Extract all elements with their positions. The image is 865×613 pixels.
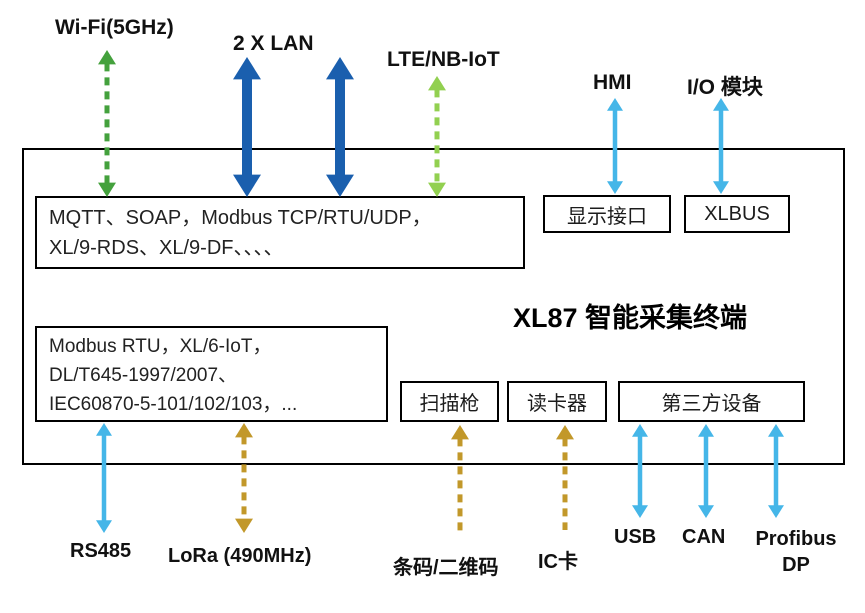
lan-label: 2 X LAN [233,32,314,55]
profibus-label-line2: DP [782,554,810,576]
lte-arrow [428,76,446,197]
can-arrow [698,424,714,518]
usb-arrow [632,424,648,518]
card-reader-label: 读卡器 [527,393,587,415]
protocol-box-north: MQTT、SOAP，Modbus TCP/RTU/UDP， XL/9-RDS、X… [35,196,525,269]
barcode-arrow [451,425,469,533]
display-port-label: 显示接口 [567,205,647,228]
profibus-label-line1: Profibus [755,528,837,550]
rs485-arrow [96,423,112,533]
barcode-label: 条码/二维码 [393,557,499,579]
profibus-arrow [768,424,784,518]
xlbus-box: XLBUS [684,195,790,233]
device-title: XL87 智能采集终端 [512,303,748,333]
card-reader-box: 读卡器 [507,381,607,422]
scanner-box: 扫描枪 [400,381,499,422]
rs485-label: RS485 [70,540,132,562]
io-arrow [713,98,729,194]
can-label: CAN [682,526,726,548]
lora-arrow [235,423,253,533]
lan-arrow-2 [326,57,354,197]
usb-label: USB [614,526,657,548]
wifi-label: Wi-Fi(5GHz) [55,16,174,39]
protocol-box-south: Modbus RTU，XL/6-IoT， DL/T645-1997/2007、 … [35,326,388,422]
ic-card-arrow [556,425,574,530]
lora-label: LoRa (490MHz) [168,545,312,567]
profibus-label: Profibus DP [742,526,850,578]
lte-label: LTE/NB-IoT [387,48,500,71]
hmi-arrow [607,98,623,194]
display-port-box: 显示接口 [543,195,671,233]
lan-arrow-1 [233,57,261,197]
protocol-north-line1: MQTT、SOAP，Modbus TCP/RTU/UDP， [49,207,432,229]
wifi-arrow [98,50,116,197]
xlbus-label: XLBUS [704,202,770,225]
ic-card-label: IC卡 [538,551,578,573]
hmi-label: HMI [593,71,632,94]
third-party-label: 第三方设备 [661,393,762,415]
protocol-south-line3: IEC60870-5-101/102/103，... [49,394,298,415]
scanner-label: 扫描枪 [419,393,480,415]
protocol-north-line2: XL/9-RDS、XL/9-DF、、、、 [49,237,284,259]
protocol-south-line2: DL/T645-1997/2007、 [49,365,238,386]
io-module-label: I/O 模块 [687,76,763,99]
protocol-south-line1: Modbus RTU，XL/6-IoT， [49,336,272,357]
third-party-box: 第三方设备 [618,381,805,422]
